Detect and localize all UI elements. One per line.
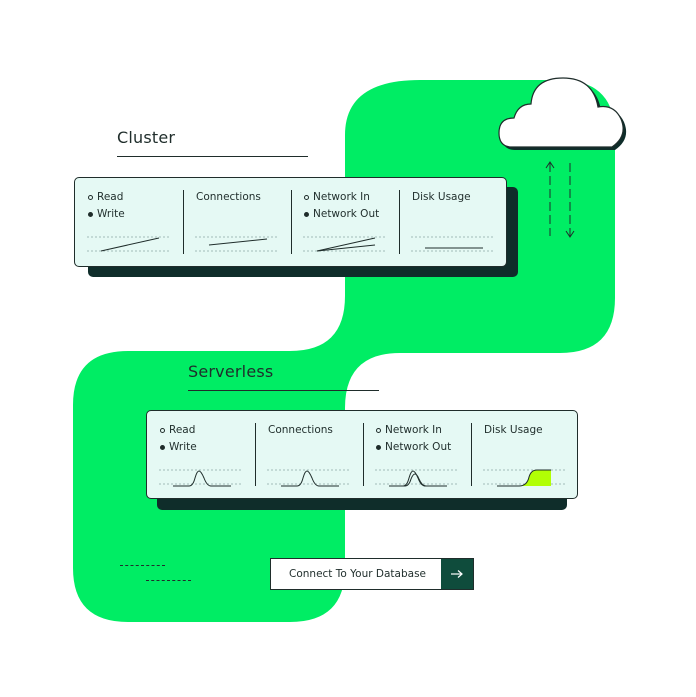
serverless-title-underline <box>188 390 379 391</box>
cluster-write-legend: Write <box>88 208 125 220</box>
serverless-metric-connections: Connections <box>255 411 363 498</box>
hollow-dot-icon <box>376 427 381 433</box>
cluster-network-out-legend: Network Out <box>304 208 379 220</box>
cluster-read-write-sparkline <box>87 236 171 252</box>
serverless-network-in-legend: Network In <box>376 424 442 436</box>
cluster-title: Cluster <box>117 128 176 147</box>
serverless-metric-network: Network In Network Out <box>363 411 471 498</box>
cluster-disk-usage-sparkline <box>411 236 495 252</box>
serverless-read-label: Read <box>169 424 196 436</box>
green-path-shape <box>73 80 615 622</box>
cluster-metric-connections: Connections <box>183 178 291 266</box>
filled-dot-icon <box>376 444 381 450</box>
serverless-network-out-label: Network Out <box>385 441 452 453</box>
cluster-disk-usage-label: Disk Usage <box>412 191 471 203</box>
cluster-read-label: Read <box>97 191 124 203</box>
serverless-network-in-label: Network In <box>385 424 442 436</box>
connect-database-label: Connect To Your Database <box>289 568 426 580</box>
serverless-metric-disk-usage: Disk Usage <box>471 411 579 498</box>
decorative-dash-line <box>146 580 191 581</box>
serverless-network-sparkline <box>375 469 459 487</box>
arrow-up-icon <box>545 161 555 236</box>
hollow-dot-icon <box>160 427 165 433</box>
cluster-network-in-legend: Network In <box>304 191 370 203</box>
serverless-title: Serverless <box>188 362 274 381</box>
cluster-network-in-label: Network In <box>313 191 370 203</box>
cluster-network-out-label: Network Out <box>313 208 380 220</box>
arrow-right-icon[interactable] <box>441 559 473 589</box>
serverless-connections-sparkline <box>267 469 351 487</box>
serverless-write-legend: Write <box>160 441 197 453</box>
connect-database-button[interactable]: Connect To Your Database <box>270 558 474 590</box>
serverless-disk-usage-label: Disk Usage <box>484 424 543 436</box>
filled-dot-icon <box>304 211 309 217</box>
hollow-dot-icon <box>304 194 309 200</box>
arrow-right-glyph <box>451 570 463 578</box>
serverless-metrics-panel: Read Write Connections Network In Networ… <box>146 410 578 499</box>
cluster-connections-label: Connections <box>196 191 261 203</box>
filled-dot-icon <box>88 211 93 217</box>
serverless-read-write-sparkline <box>159 469 243 487</box>
cluster-write-label: Write <box>97 208 125 220</box>
hollow-dot-icon <box>88 194 93 200</box>
serverless-connections-label: Connections <box>268 424 333 436</box>
arrow-down-icon <box>565 163 575 238</box>
cloud-icon <box>498 77 627 150</box>
serverless-write-label: Write <box>169 441 197 453</box>
serverless-metric-read-write: Read Write <box>147 411 255 498</box>
serverless-network-out-legend: Network Out <box>376 441 451 453</box>
cluster-metric-network: Network In Network Out <box>291 178 399 266</box>
cluster-metrics-panel: Read Write Connections Network In Networ… <box>74 177 507 267</box>
cluster-network-sparkline <box>303 236 387 252</box>
decorative-dash-line <box>120 565 165 566</box>
serverless-read-legend: Read <box>160 424 195 436</box>
cluster-read-legend: Read <box>88 191 123 203</box>
cluster-metric-disk-usage: Disk Usage <box>399 178 508 266</box>
serverless-disk-usage-sparkline <box>483 469 567 487</box>
cluster-title-underline <box>117 156 308 157</box>
filled-dot-icon <box>160 444 165 450</box>
cluster-metric-read-write: Read Write <box>75 178 183 266</box>
cluster-connections-sparkline <box>195 236 279 252</box>
